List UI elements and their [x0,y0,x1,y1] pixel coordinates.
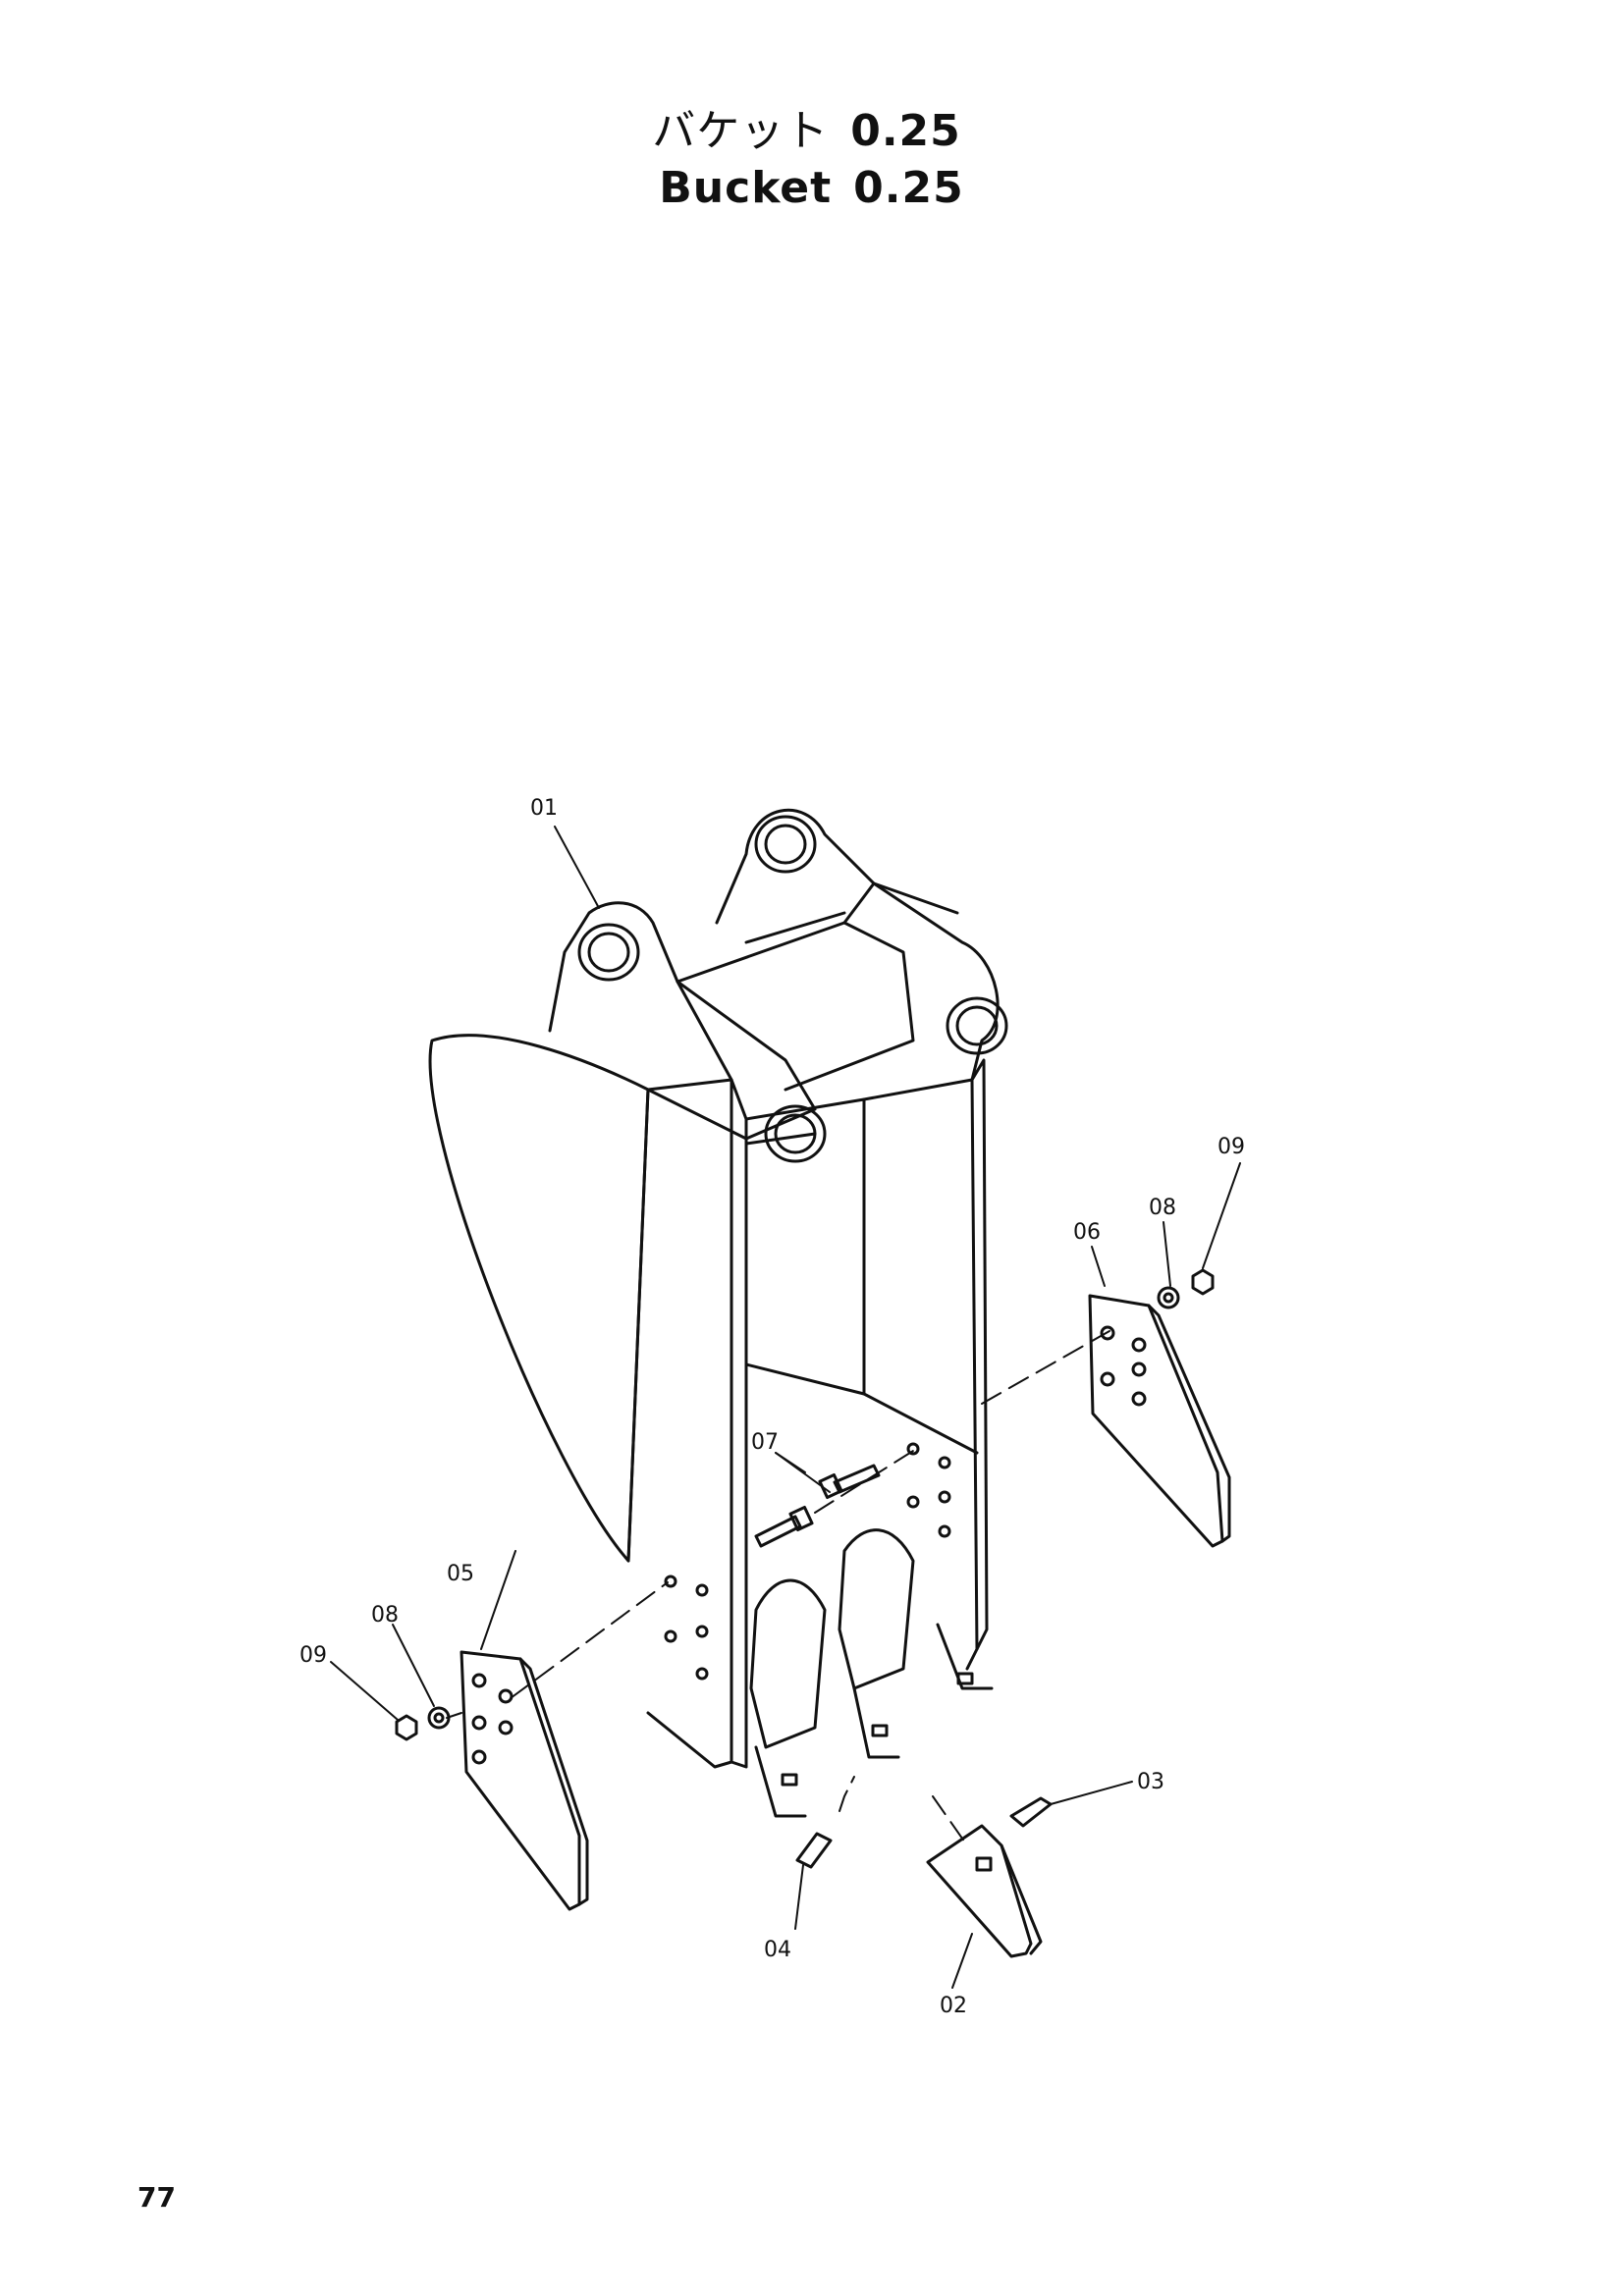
title-japanese: バケット 0.25 [0,103,1623,160]
bucket-body [428,808,1008,1818]
assembly-lines [446,1330,1110,1846]
callout-03: 03 [1137,1770,1164,1794]
side-cutter-right [1088,1294,1231,1548]
callout-09-left: 09 [299,1643,327,1668]
callout-02: 02 [940,1994,967,2018]
title-jp-text: バケット [652,106,830,156]
callout-08-right: 08 [1149,1196,1176,1220]
callout-08-left: 08 [371,1603,399,1628]
leader-lines [330,826,1241,1989]
title-jp-number: 0.25 [850,106,961,156]
side-cutter-left [460,1650,589,1911]
callout-09-right: 09 [1217,1135,1245,1159]
tooth-lock [795,1832,833,1869]
title-en-text: Bucket [659,163,833,213]
title-en-number: 0.25 [853,163,964,213]
bolts [754,1464,881,1548]
callout-07: 07 [751,1430,779,1455]
title-english: Bucket 0.25 [0,160,1623,217]
page-number: 77 [137,2181,176,2214]
tooth-pin [1009,1796,1053,1828]
callout-04: 04 [764,1938,791,1962]
page-title: バケット 0.25 Bucket 0.25 [0,103,1623,217]
washer-nut-left [395,1706,451,1741]
tooth-point [926,1824,1043,1958]
callout-05: 05 [447,1562,474,1586]
callout-labels: 01 09 08 06 07 05 08 09 03 04 02 [299,796,1245,2018]
callout-06: 06 [1073,1220,1101,1245]
callout-01: 01 [530,796,558,821]
washer-nut-right [1157,1268,1215,1309]
